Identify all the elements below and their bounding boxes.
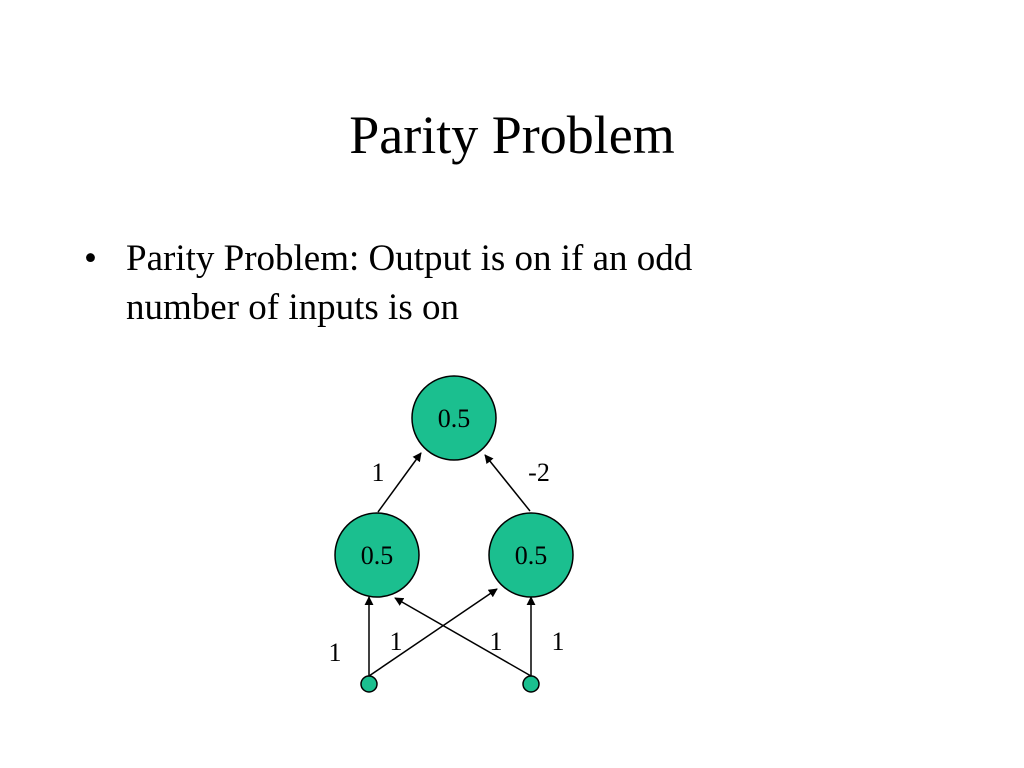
edge-input-right-to-hidden-left: [394, 597, 532, 677]
hidden-node-right: [488, 512, 574, 598]
bullet-line-1: Parity Problem: Output is on if an odd: [126, 238, 693, 279]
input-node-right: [522, 675, 540, 693]
weight-hidden-right-to-output: -2: [528, 458, 550, 487]
hidden-left-threshold: 0.5: [361, 541, 394, 570]
bullet-line-2: number of inputs is on: [126, 287, 459, 328]
output-node: [411, 375, 497, 461]
weight-input-left-to-hidden-left: 1: [329, 638, 342, 667]
output-node-threshold: 0.5: [438, 404, 471, 433]
weight-input-left-to-hidden-right: 1: [490, 627, 503, 656]
hidden-right-threshold: 0.5: [515, 541, 548, 570]
bullet-item: • Parity Problem: Output is on if an odd…: [84, 234, 884, 332]
edge-input-left-to-hidden-right: [368, 588, 498, 677]
edge-hidden-right-to-output: [484, 454, 531, 512]
hidden-node-left: [334, 512, 420, 598]
weight-input-right-to-hidden-left: 1: [390, 627, 403, 656]
edge-hidden-left-to-output: [377, 452, 422, 513]
weight-hidden-left-to-output: 1: [372, 458, 385, 487]
input-node-left: [360, 675, 378, 693]
weight-input-right-to-hidden-right: 1: [552, 627, 565, 656]
bullet-dot-icon: •: [84, 238, 97, 279]
slide-title: Parity Problem: [349, 105, 675, 165]
bullet-list: • Parity Problem: Output is on if an odd…: [84, 234, 884, 332]
